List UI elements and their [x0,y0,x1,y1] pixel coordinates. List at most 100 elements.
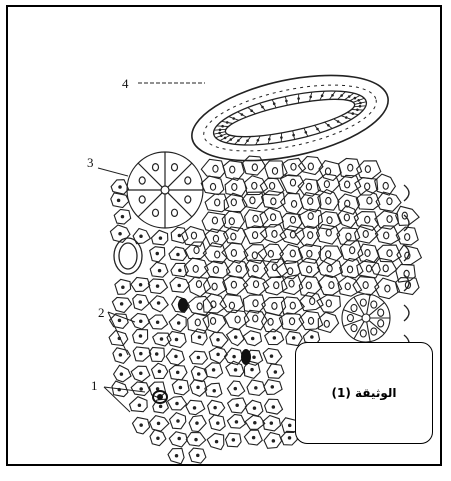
acinus-3-cell-nucleus [139,196,145,203]
cell-nucleus [234,369,236,371]
cell-nucleus [327,265,332,272]
cell-nucleus [177,253,179,255]
cell-nucleus [196,422,198,424]
cell-nucleus [217,353,219,355]
acinus-3-cell-nucleus [172,164,178,171]
cell-nucleus [268,250,273,257]
tissue-cell [318,190,339,211]
cell-nucleus [193,265,198,272]
leader-lines [98,83,205,412]
cell-nucleus [272,440,274,442]
acinus-right-cell-wall [367,322,370,342]
cell-nucleus [232,184,237,191]
duct-cell-wall [248,108,256,114]
cell-nucleus [120,373,122,375]
edge-mark [404,185,409,201]
duct-cell-wall [238,112,247,117]
cell-nucleus [217,338,219,340]
tissue-cell [188,313,209,333]
cell-nucleus [234,387,236,389]
cell-nucleus [307,250,312,257]
tissue-cell [220,295,244,313]
cell-nucleus [308,317,313,324]
cell-nucleus [350,247,355,254]
cell-nucleus [197,356,199,358]
cell-nucleus [210,318,215,325]
duct-cell-wall [226,136,235,143]
cell-nucleus [212,283,217,290]
tissue-cell [299,244,321,263]
cell-nucleus [229,302,234,309]
cell-nucleus [158,370,160,372]
cell-nucleus [140,388,142,390]
cell-nucleus [290,250,295,257]
cell-nucleus [289,424,291,426]
cell-nucleus [253,407,255,409]
tissue-cell [317,225,340,245]
cell-nucleus [274,282,279,289]
duct-cell-wall [334,119,343,124]
acinus-3-cell-nucleus [153,209,159,216]
acinus-right-cell-nucleus [378,309,384,316]
cell-nucleus [290,216,295,223]
cell-nucleus [236,265,241,272]
cell-nucleus [272,168,277,175]
cell-nucleus [235,421,237,423]
cell-nucleus [253,315,258,322]
cell-nucleus [178,234,180,236]
cell-nucleus [387,250,392,257]
cell-nucleus [198,373,200,375]
cell-nucleus [255,387,257,389]
cell-nucleus [273,337,275,339]
cell-nucleus [232,439,234,441]
cell-nucleus [217,422,219,424]
cell-nucleus [308,213,313,220]
tissue-cell [357,161,381,179]
cell-nucleus [252,164,257,171]
cell-nucleus [119,354,121,356]
tissue-cell [203,294,226,313]
cell-nucleus [290,231,295,238]
cell-nucleus [288,268,293,275]
acinus-3 [127,152,203,228]
cell-nucleus [326,197,331,204]
label-4: 4 [122,76,129,91]
tissue-cell [201,176,224,195]
cell-nucleus [177,420,179,422]
cell-nucleus [365,216,370,223]
duct-cell-wall [354,106,366,107]
cell-nucleus [365,166,370,173]
cell-nucleus [252,337,254,339]
cell-nucleus [157,437,159,439]
tissue-cell [375,278,400,299]
cell-nucleus [289,280,294,287]
cell-nucleus [195,319,200,326]
cell-nucleus [159,237,161,239]
duct-cell-wall [338,92,346,100]
cell-nucleus [253,265,258,272]
cell-nucleus [138,404,140,406]
cell-nucleus [178,437,180,439]
cell-nucleus [159,405,161,407]
cell-nucleus [270,355,272,357]
duct-cell-wall [329,91,335,99]
cell-nucleus [252,252,257,259]
cell-nucleus [270,182,275,189]
cell-nucleus [291,201,296,208]
cell-nucleus [253,281,258,288]
cell-nucleus [311,336,313,338]
cell-nucleus [175,338,177,340]
cell-nucleus [253,300,258,307]
cell-nucleus [230,166,235,173]
tissue-cell [244,226,267,244]
tissue-cell [243,156,266,175]
cell-nucleus [175,455,177,457]
cell-nucleus [118,319,120,321]
acinus-3-cell-nucleus [172,209,178,216]
cell-nucleus [157,302,159,304]
cell-nucleus [387,198,392,205]
small-vessel [114,238,142,274]
acinus-right-cell-nucleus [351,324,357,331]
duct-cell-wall [214,129,226,130]
cell-nucleus [196,281,201,288]
